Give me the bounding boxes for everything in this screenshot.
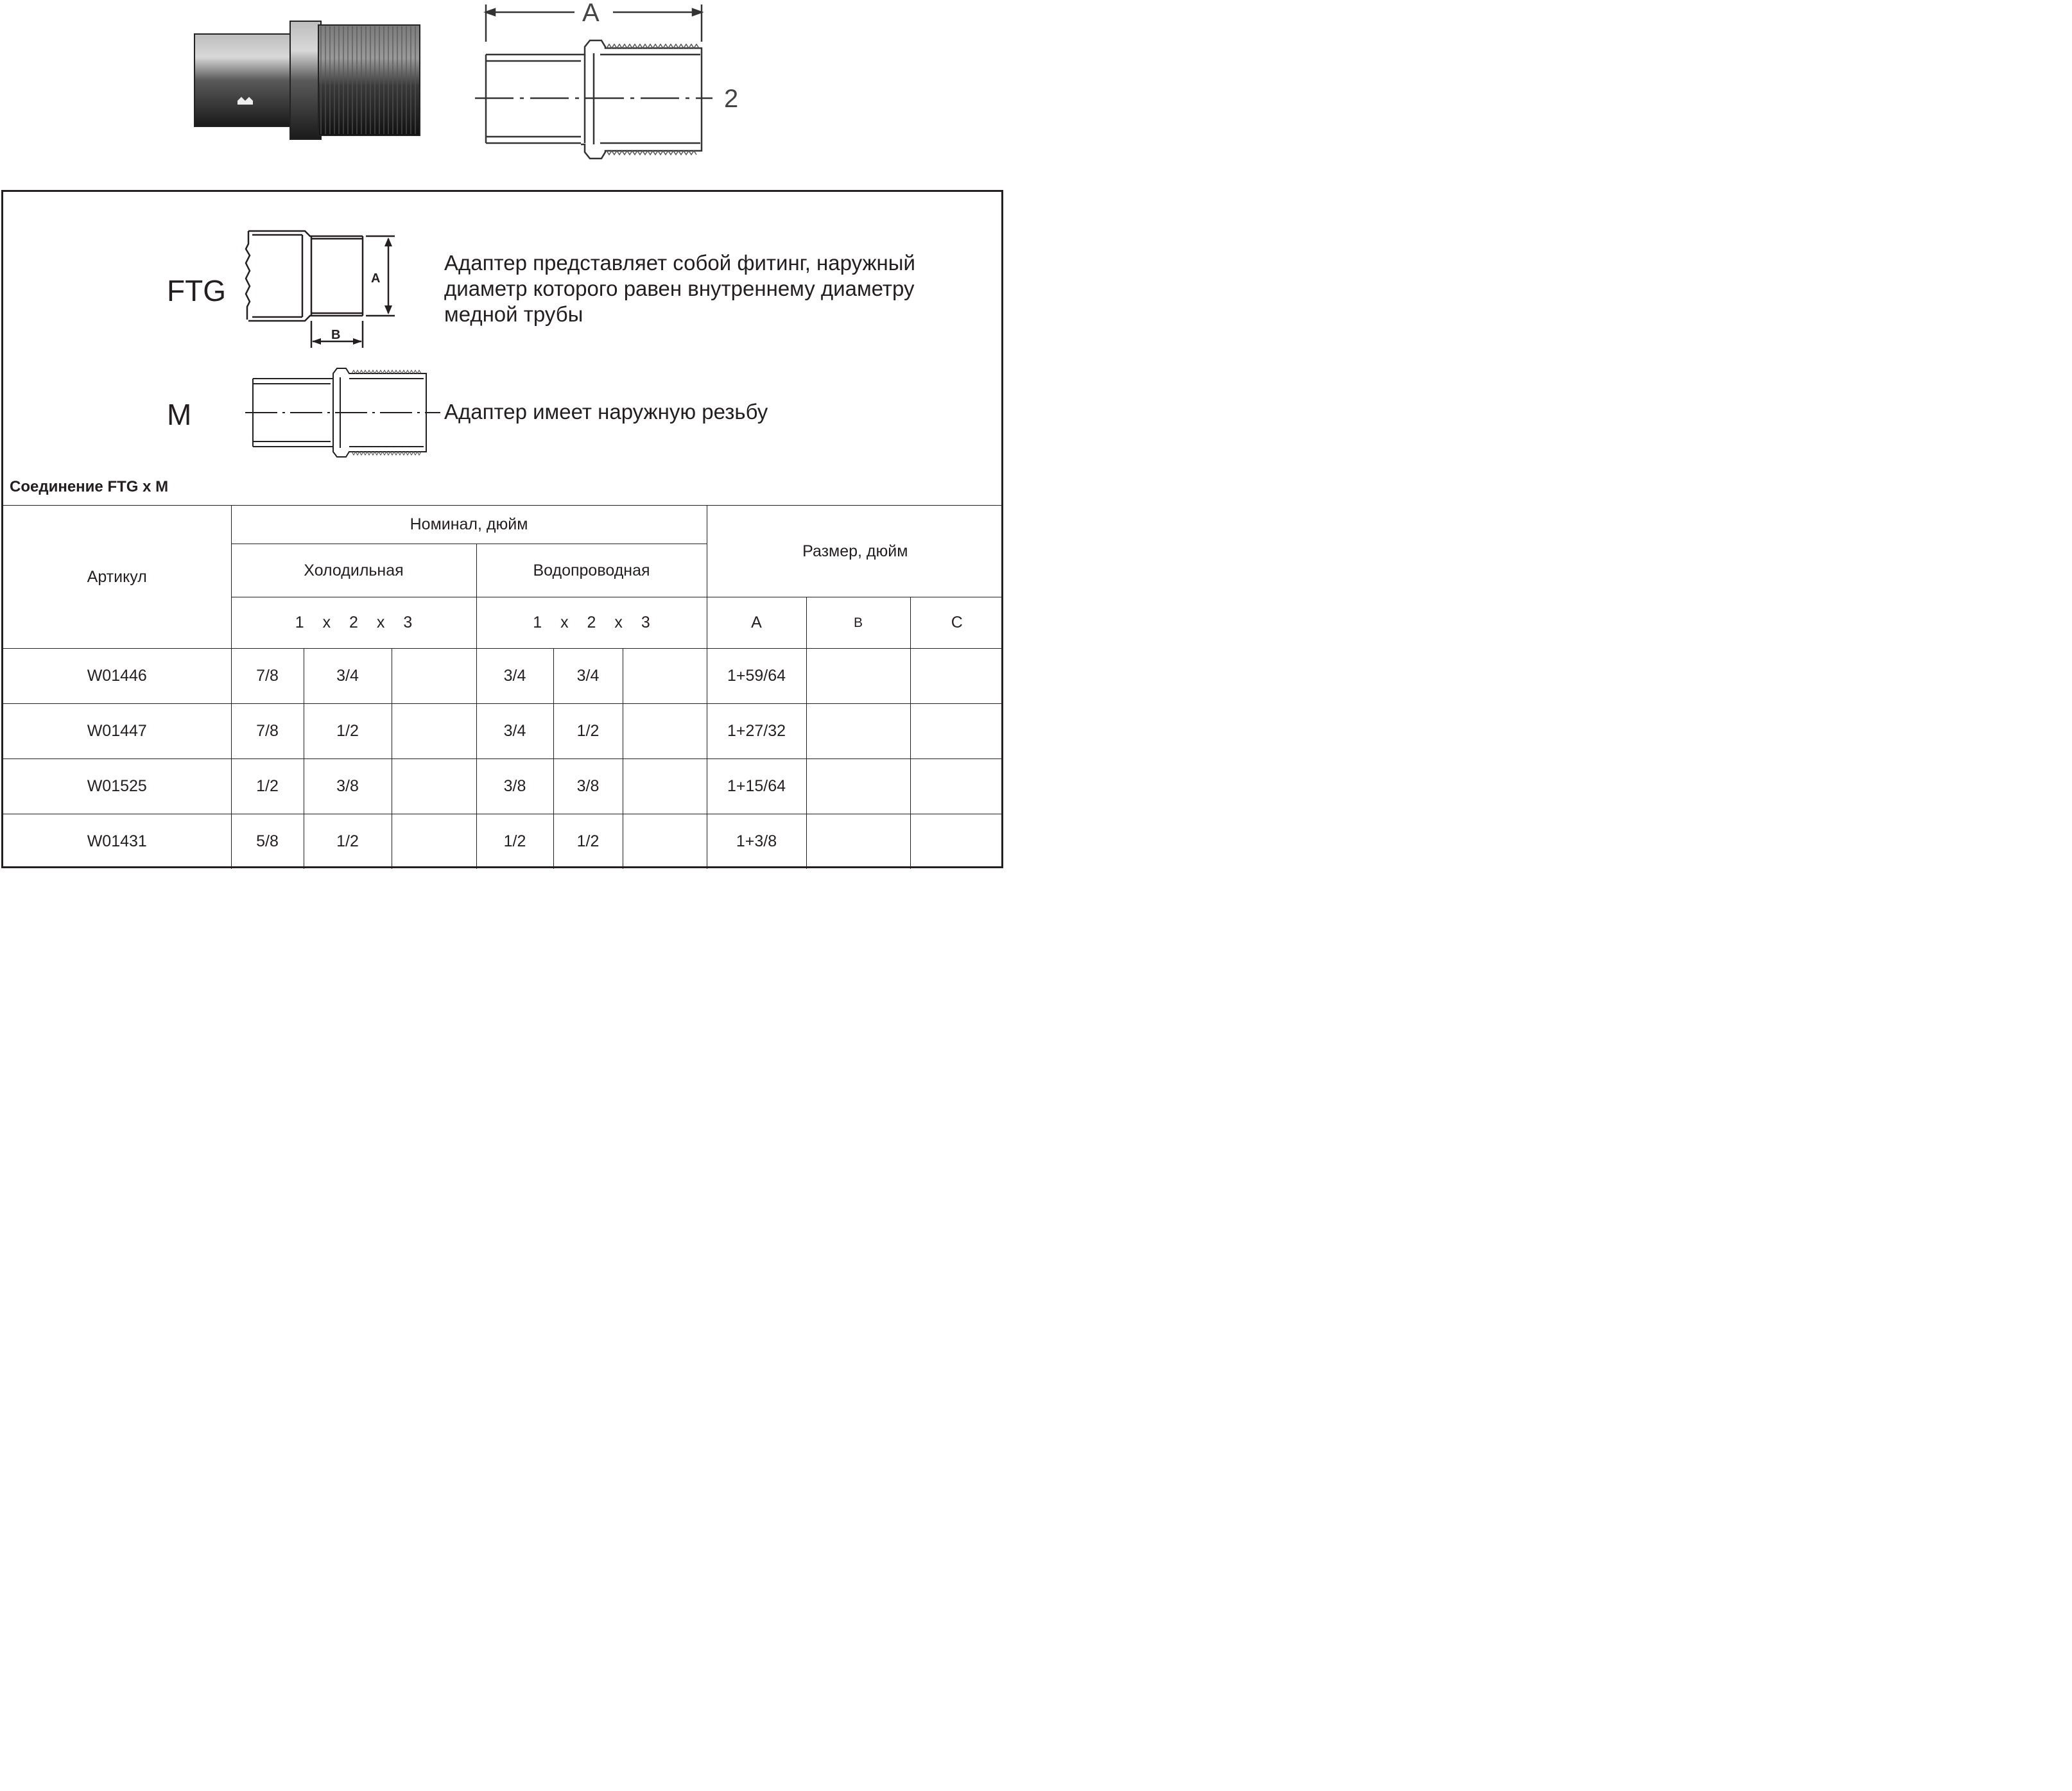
header-pattern-water: 1 x 2 x 3 (476, 597, 707, 649)
cell-refrigeration-2: 1/2 (303, 814, 392, 869)
ftg-description-line-3: медной трубы (444, 302, 583, 326)
dimension-a-label: A (582, 0, 600, 27)
cell-size-c (910, 814, 1004, 869)
header-size: Размер, дюйм (706, 505, 1004, 597)
spec-table: Артикул Номинал, дюйм Размер, дюйм Холод… (3, 505, 1004, 869)
section-title: Соединение FTG x M (10, 478, 169, 495)
ftg-dim-b: B (331, 328, 341, 342)
cell-refrigeration-3 (391, 814, 477, 869)
header-article: Артикул (3, 505, 232, 649)
cell-water-1: 1/2 (476, 814, 554, 869)
cell-water-2: 3/8 (553, 758, 623, 814)
adapter-photo-illustration (194, 21, 420, 140)
cell-water-3 (622, 703, 707, 759)
cell-size-a: 1+27/32 (706, 703, 807, 759)
cell-water-3 (622, 648, 707, 704)
header-col-a: A (706, 597, 807, 649)
cell-size-b (806, 648, 911, 704)
axis-number-label: 2 (724, 85, 739, 113)
ftg-label: FTG (167, 274, 226, 307)
cell-water-2: 1/2 (553, 814, 623, 869)
cell-refrigeration-3 (391, 648, 477, 704)
cell-refrigeration-1: 7/8 (230, 703, 304, 759)
cell-water-1: 3/4 (476, 648, 554, 704)
cell-refrigeration-3 (391, 703, 477, 759)
cell-refrigeration-2: 1/2 (303, 703, 392, 759)
cell-size-c (910, 703, 1004, 759)
cell-size-b (806, 758, 911, 814)
cell-water-3 (622, 814, 707, 869)
cell-water-3 (622, 758, 707, 814)
m-diagram (245, 368, 440, 458)
header-refrigeration: Холодильная (231, 544, 477, 597)
cell-article: W01525 (3, 758, 232, 814)
cell-water-1: 3/4 (476, 703, 554, 759)
m-label: M (167, 398, 192, 431)
cell-water-2: 1/2 (553, 703, 623, 759)
cell-refrigeration-1: 1/2 (230, 758, 304, 814)
cell-refrigeration-1: 7/8 (230, 648, 304, 704)
cell-size-b (806, 703, 911, 759)
cell-water-1: 3/8 (476, 758, 554, 814)
ftg-dim-a: A (371, 271, 381, 286)
header-col-b: B (806, 597, 911, 649)
cell-water-2: 3/4 (553, 648, 623, 704)
cell-size-a: 1+59/64 (706, 648, 807, 704)
cell-size-c (910, 758, 1004, 814)
cell-refrigeration-1: 5/8 (230, 814, 304, 869)
table-row: W01431 5/8 1/2 1/2 1/2 1+3/8 (3, 814, 1004, 869)
ftg-description-line-2: диаметр которого равен внутреннему диаме… (444, 277, 915, 300)
ftg-description: Адаптер представляет собой фитинг, наруж… (444, 250, 915, 327)
cell-article: W01446 (3, 648, 232, 704)
table-row: W01446 7/8 3/4 3/4 3/4 1+59/64 (3, 648, 1004, 704)
ftg-diagram (245, 230, 395, 348)
cell-size-a: 1+15/64 (706, 758, 807, 814)
table-row: W01525 1/2 3/8 3/8 3/8 1+15/64 (3, 758, 1004, 814)
header-col-c: C (910, 597, 1004, 649)
header-nominal: Номинал, дюйм (230, 505, 707, 544)
cell-refrigeration-3 (391, 758, 477, 814)
cell-size-b (806, 814, 911, 869)
header-water: Водопроводная (476, 544, 707, 597)
cell-article: W01447 (3, 703, 232, 759)
header-pattern-refrigeration: 1 x 2 x 3 (231, 597, 477, 649)
cell-refrigeration-2: 3/8 (303, 758, 392, 814)
cell-size-c (910, 648, 1004, 704)
cell-size-a: 1+3/8 (706, 814, 807, 869)
cell-refrigeration-2: 3/4 (303, 648, 392, 704)
ftg-description-line-1: Адаптер представляет собой фитинг, наруж… (444, 251, 915, 275)
cell-article: W01431 (3, 814, 232, 869)
table-row: W01447 7/8 1/2 3/4 1/2 1+27/32 (3, 703, 1004, 759)
adapter-technical-drawing (475, 4, 712, 160)
m-description: Адаптер имеет наружную резьбу (444, 400, 768, 424)
